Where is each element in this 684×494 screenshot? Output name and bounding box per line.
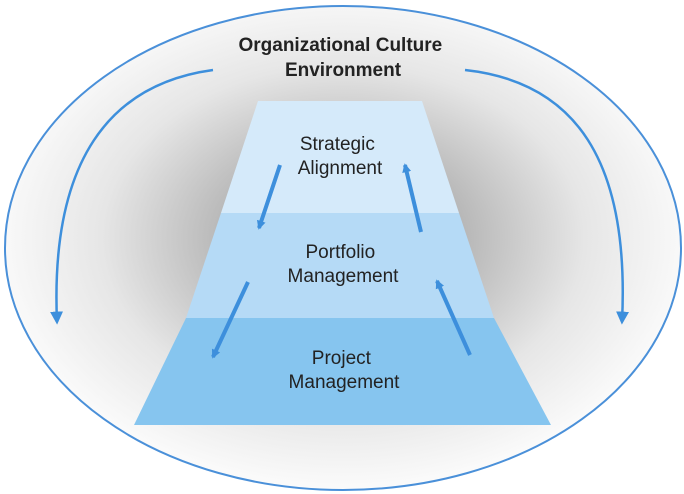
portfolio-management-band (186, 213, 494, 318)
level-label-portfolio-management: Portfolio Management (288, 242, 400, 287)
level-label-line-1: Project (312, 348, 372, 369)
arrow-up-portfolio-to-strategic (402, 163, 423, 233)
environment-curved-arrow-left (50, 68, 214, 325)
arrow-down-portfolio-to-project (211, 281, 250, 359)
environment-title: Organizational Culture Environment (238, 35, 447, 81)
level-label-line-2: Alignment (298, 158, 383, 179)
project-management-band (134, 318, 551, 425)
level-label-strategic-alignment: Strategic Alignment (298, 134, 383, 179)
environment-title-line-2: Environment (285, 60, 402, 81)
level-label-line-2: Management (288, 266, 400, 287)
arrow-up-project-to-portfolio (435, 279, 472, 356)
level-label-line-1: Portfolio (306, 242, 376, 263)
environment-curved-arrow-right (464, 68, 630, 325)
level-label-line-1: Strategic (300, 134, 375, 155)
level-label-project-management: Project Management (289, 348, 401, 393)
level-label-line-2: Management (289, 372, 401, 393)
environment-title-line-1: Organizational Culture (238, 35, 442, 56)
arrow-down-strategic-to-portfolio (257, 164, 282, 230)
strategic-alignment-band (221, 101, 459, 213)
